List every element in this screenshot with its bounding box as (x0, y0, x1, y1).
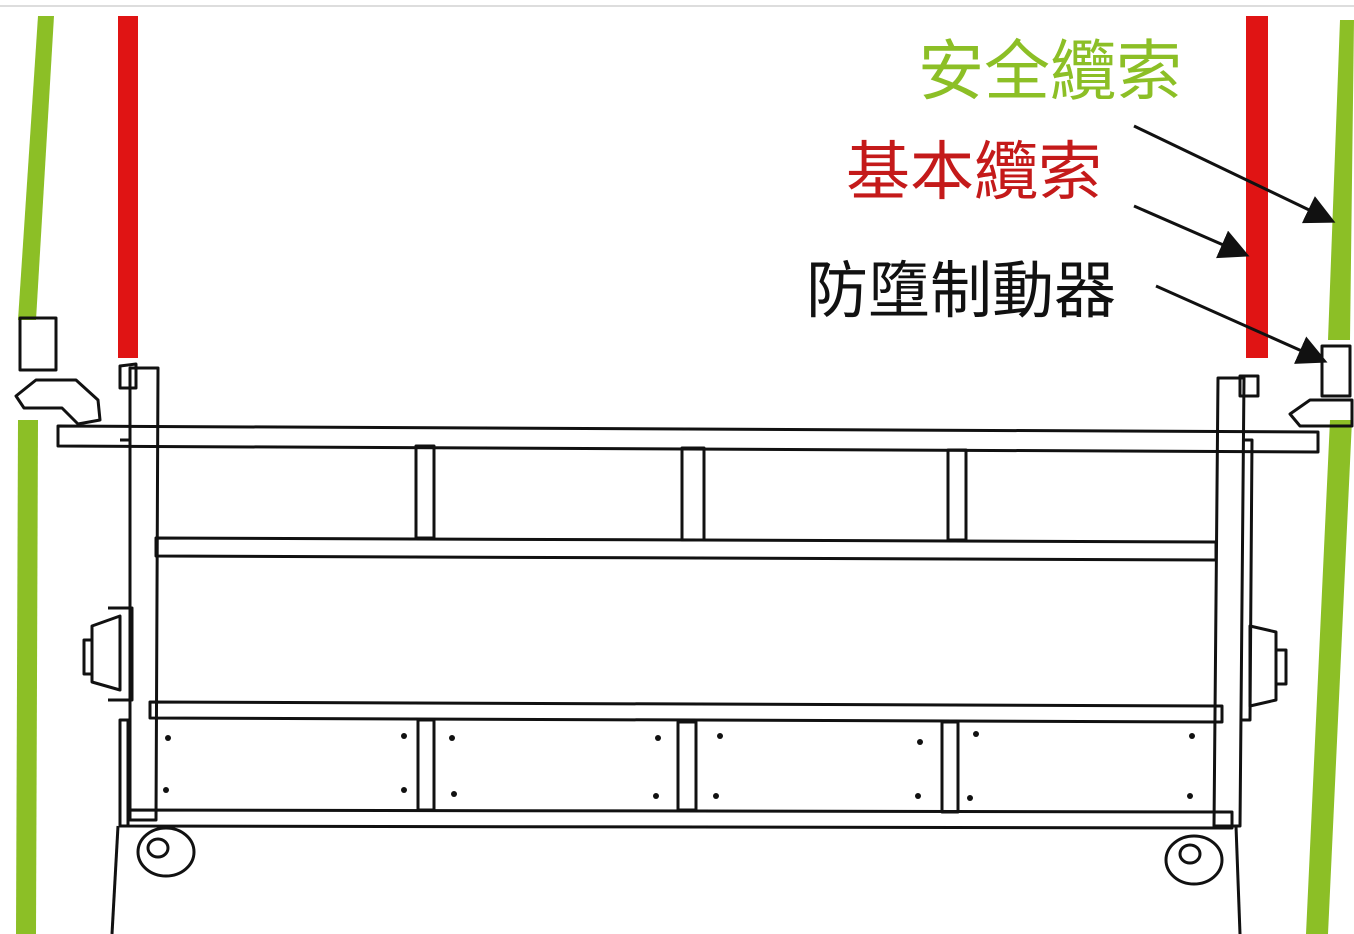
arrow-fall-arrester (1155, 284, 1328, 364)
top-beam (56, 424, 1320, 454)
lower-post-1 (416, 718, 436, 812)
safety-cables (16, 16, 1354, 934)
label-main-cable: 基本纜索 (846, 136, 1102, 210)
bolt (973, 731, 979, 737)
label-safety-cable: 安全纜索 (918, 33, 1182, 110)
safety-cable-left-lower (16, 420, 38, 934)
right-hoist (1248, 624, 1278, 708)
left-wheel (136, 826, 196, 878)
base-rail (126, 808, 1234, 830)
bolt (915, 793, 921, 799)
right-arrester-body (1320, 344, 1352, 398)
bolt (1187, 793, 1193, 799)
left-arrester-body (18, 316, 58, 372)
left-hoist (90, 614, 122, 692)
bolts (163, 731, 1195, 801)
main-cable-left (118, 16, 138, 358)
annotation-arrows (1133, 124, 1336, 364)
right-wheel (1164, 834, 1224, 886)
mid-rail (148, 700, 1224, 724)
left-hoist-knob (82, 638, 94, 676)
bolt (655, 735, 661, 741)
bolt (717, 733, 723, 739)
safety-cable-left-upper (18, 16, 54, 320)
bolt (401, 733, 407, 739)
right-leg (1234, 825, 1242, 934)
arrow-safety-cable (1133, 124, 1336, 224)
right-arrester-clamp (1288, 398, 1354, 428)
safety-cable-right-lower (1306, 420, 1352, 934)
label-fall-arrester: 防墮制動器 (806, 254, 1116, 327)
right-upright-cap (1238, 374, 1260, 398)
right-hoist-knob (1274, 648, 1288, 686)
right-upright-inner (1242, 438, 1254, 722)
bolt (165, 735, 171, 741)
arrow-main-cable (1133, 204, 1250, 259)
left-upright-cap (118, 362, 138, 390)
main-cables (118, 16, 1268, 358)
bolt (1189, 733, 1195, 739)
bolt (967, 795, 973, 801)
left-wheel-hub (146, 837, 170, 859)
bolt (401, 787, 407, 793)
right-wheel-hub (1178, 843, 1202, 865)
left-upright (128, 366, 160, 822)
bolt (451, 791, 457, 797)
left-arrester-clamp (14, 378, 102, 426)
lower-post-3 (940, 720, 960, 814)
base-outer (118, 718, 130, 828)
lower-post-2 (676, 720, 698, 812)
post-1 (414, 444, 436, 540)
bolt (917, 739, 923, 745)
left-leg (110, 825, 120, 934)
main-cable-right (1246, 16, 1268, 358)
post-2 (680, 446, 706, 542)
post-3 (946, 448, 968, 542)
left-hoist-plate (108, 606, 134, 702)
bolt (713, 793, 719, 799)
left-upright-inner (120, 438, 132, 722)
right-upright (1212, 376, 1246, 828)
bolt (653, 793, 659, 799)
bolt (449, 735, 455, 741)
safety-cable-right-upper (1328, 20, 1354, 340)
bolt (163, 787, 169, 793)
platform-frame (14, 316, 1354, 934)
